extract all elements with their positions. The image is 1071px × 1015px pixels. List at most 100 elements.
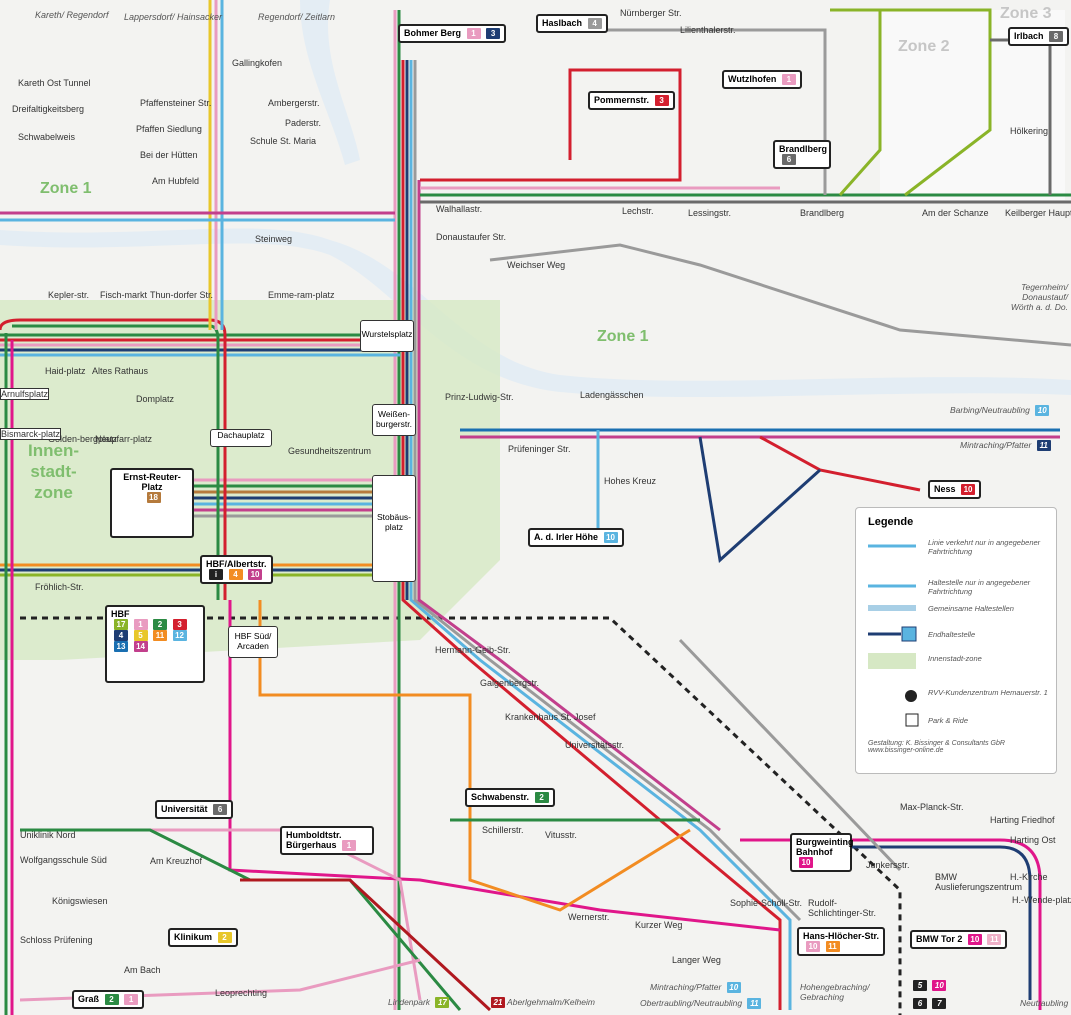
line-grey-diagonal bbox=[678, 638, 902, 872]
endpoint-lindenpark: Lindenpark 17 bbox=[388, 997, 450, 1008]
station-wurstelsplatz[interactable]: Wurstelsplatz bbox=[360, 320, 414, 352]
legend-row-inner: Innenstadt-zone bbox=[928, 654, 982, 663]
label-hohes-kreuz: Hohes Kreuz bbox=[604, 476, 657, 486]
station-ernst-reuter-platz[interactable]: Ernst-Reuter-Platz 18 bbox=[110, 468, 194, 538]
endpoint-obertraubling: Obertraubling/Neutraubling 11 bbox=[640, 998, 762, 1009]
legend-row-shared: Gemeinsame Haltestellen bbox=[928, 604, 1014, 613]
station-pommernstr[interactable]: Pommernstr. 3 bbox=[588, 91, 675, 110]
label-donaustaufer: Donaustaufer Str. bbox=[436, 232, 507, 242]
station-haslbach[interactable]: Haslbach 4 bbox=[536, 14, 608, 33]
label-paderstr: Paderstr. bbox=[285, 118, 322, 128]
label-kareth-ost: Kareth Ost Tunnel bbox=[18, 78, 91, 88]
label-junkersstr: Junkersstr. bbox=[866, 860, 910, 870]
station-ness[interactable]: Ness 10 bbox=[928, 480, 982, 499]
line-south-pink bbox=[150, 828, 422, 1001]
label-lilienthalerstr: Lilienthalerstr. bbox=[680, 25, 736, 35]
label-rudolf-schlichtinger: Rudolf-Schlichtinger-Str. bbox=[808, 898, 877, 918]
zone-boundary bbox=[20, 616, 902, 1015]
label-kareth: Kareth/ Regendorf bbox=[35, 10, 109, 20]
label-gesundheitszentrum: Gesundheitszentrum bbox=[288, 446, 372, 456]
label-bismarckplatz[interactable]: Bismarck-platz bbox=[0, 428, 62, 440]
label-krankenhaus: Krankenhaus St. Josef bbox=[505, 712, 596, 722]
station-hans-hoeber-str[interactable]: Hans-Hlöcher-Str. 10 11 bbox=[797, 927, 886, 956]
label-universitaetsstr: Universitätsstr. bbox=[565, 740, 625, 750]
station-stobaeusplatz[interactable]: Stobäus-platz bbox=[372, 475, 416, 582]
label-kurzer-weg: Kurzer Weg bbox=[635, 920, 683, 930]
label-prueferinger: Prüfeninger Str. bbox=[508, 444, 571, 454]
legend-row-stop-direction: Haltestelle nur in angegebener Fahrtrich… bbox=[928, 578, 1031, 596]
legend-panel: Legende Linie verkehrt nur in angegebene… bbox=[855, 507, 1057, 774]
label-froehlich: Fröhlich-Str. bbox=[35, 582, 84, 592]
label-hermann-geib: Hermann-Geib-Str. bbox=[435, 645, 511, 655]
station-bmw-tor2[interactable]: BMW Tor 2 10 11 bbox=[910, 930, 1008, 949]
station-a-d-irler-hoehe[interactable]: A. d. Irler Höhe 10 bbox=[528, 528, 624, 547]
label-harting-friedhof: Harting Friedhof bbox=[990, 815, 1055, 825]
label-altes-rathaus: Altes Rathaus bbox=[92, 366, 149, 376]
endpoint-aberlgehmalm: 21 Aberlgehmalm/Kelheim bbox=[488, 997, 595, 1008]
station-grass[interactable]: Graß 2 1 bbox=[72, 990, 145, 1009]
station-hbf-albertstr[interactable]: HBF/Albertstr. i 4 10 bbox=[200, 555, 273, 584]
endpoint-tegernheim: Tegernheim/ Donaustauf/ Wörth a. d. Do. bbox=[1010, 282, 1068, 312]
station-weissenburger[interactable]: Weißen-burgerstr. bbox=[372, 404, 416, 436]
label-schloss-pruefening: Schloss Prüfening bbox=[20, 935, 93, 945]
station-humboldtstr[interactable]: Humboldtstr. Bürgerhaus 1 bbox=[280, 826, 374, 855]
label-kepler: Kepler-str. bbox=[48, 290, 90, 300]
label-lechstr: Lechstr. bbox=[622, 206, 654, 216]
endpoint-bottom8: 6 7 bbox=[910, 998, 947, 1009]
zone3-label: Zone 3 bbox=[1000, 5, 1052, 22]
legend-title: Legende bbox=[868, 516, 914, 528]
label-neupfarrplatz: Neupfarr-platz bbox=[95, 434, 153, 444]
station-schwabenstr[interactable]: Schwabenstr. 2 bbox=[465, 788, 555, 807]
inner-zone-label: Innen- stadt- zone bbox=[28, 441, 79, 502]
label-dreifaltigkeitsberg: Dreifaltigkeitsberg bbox=[12, 104, 85, 114]
station-dachauplatz[interactable]: Dachauplatz bbox=[210, 429, 272, 447]
station-hbf[interactable]: HBF 17 1 2 3 4 5 11 12 13 14 bbox=[105, 605, 205, 683]
line-east-navy bbox=[790, 845, 1032, 1000]
label-walhallastr: Walhallastr. bbox=[436, 204, 483, 214]
label-steinweg: Steinweg bbox=[255, 234, 293, 244]
legend-row-park-ride: Park & Ride bbox=[928, 716, 969, 725]
river-north bbox=[300, 0, 360, 165]
station-universitaet[interactable]: Universität 6 bbox=[155, 800, 234, 819]
label-langer-weg: Langer Weg bbox=[672, 955, 721, 965]
station-irlbach[interactable]: Irlbach 8 bbox=[1008, 27, 1070, 46]
label-schillerstr: Schillerstr. bbox=[482, 825, 524, 835]
label-bmw-auslieferung: BMW Auslieferungszentrum bbox=[935, 872, 1023, 892]
line-zone3-green bbox=[880, 8, 992, 197]
legend-row-credits: Gestaltung: K. Bissinger & Consultants G… bbox=[868, 740, 1005, 754]
label-brandlberg: Brandlberg bbox=[800, 208, 845, 218]
river bbox=[0, 228, 1071, 398]
station-bohmer-berg[interactable]: Bohmer Berg 1 3 bbox=[398, 24, 507, 43]
label-koenigswiesen: Königswiesen bbox=[52, 896, 108, 906]
legend-row-info: RVV-Kundenzentrum Hemauerstr. 1 bbox=[928, 688, 1048, 697]
label-lappersdorf: Lappersdorf/ Hainsacker bbox=[124, 12, 223, 22]
label-am-der-schanze: Am der Schanze bbox=[922, 208, 989, 218]
station-hbf-sued[interactable]: HBF Süd/ Arcaden bbox=[228, 626, 278, 658]
label-regendorf-zeitlarn: Regendorf/ Zeitlarn bbox=[258, 12, 336, 22]
endpoint-neutraubling: Neutraubling bbox=[1020, 998, 1069, 1008]
label-uniklinik-nord: Uniklinik Nord bbox=[20, 830, 76, 840]
label-hoelkering: Hölkering bbox=[1010, 126, 1049, 136]
label-arnulfsplatz[interactable]: Arnulfsplatz bbox=[0, 388, 50, 400]
line-east-grey bbox=[489, 243, 1071, 347]
legend-row-direction: Linie verkehrt nur in angegebener Fahrtr… bbox=[928, 538, 1041, 556]
station-brandlberg-box[interactable]: Brandlberg 6 bbox=[773, 140, 831, 169]
label-weichser-weg: Weichser Weg bbox=[507, 260, 566, 270]
endpoint-hohengebraching: Hohengebraching/ Gebraching bbox=[800, 982, 870, 1002]
station-burgweinting-bf[interactable]: Burgweinting Bahnhof 10 bbox=[790, 833, 854, 872]
label-am-hubfeld: Am Hubfeld bbox=[152, 176, 200, 186]
zone1-left-label: Zone 1 bbox=[40, 180, 92, 197]
line-south-red bbox=[240, 878, 492, 1012]
line-ness bbox=[759, 435, 921, 492]
station-klinikum[interactable]: Klinikum 2 bbox=[168, 928, 238, 947]
label-lessingstr: Lessingstr. bbox=[688, 208, 732, 218]
line-zone2-green bbox=[830, 8, 882, 196]
label-fischmarkt: Fisch-markt bbox=[100, 290, 147, 300]
line-east-magenta bbox=[740, 838, 1042, 1010]
label-am-bach: Am Bach bbox=[124, 965, 161, 975]
line-south-magenta bbox=[228, 600, 781, 932]
station-wutzlhofen[interactable]: Wutzlhofen 1 bbox=[722, 70, 802, 89]
label-schwabelweis: Schwabelweis bbox=[18, 132, 76, 142]
zone1-right-label: Zone 1 bbox=[597, 328, 649, 345]
